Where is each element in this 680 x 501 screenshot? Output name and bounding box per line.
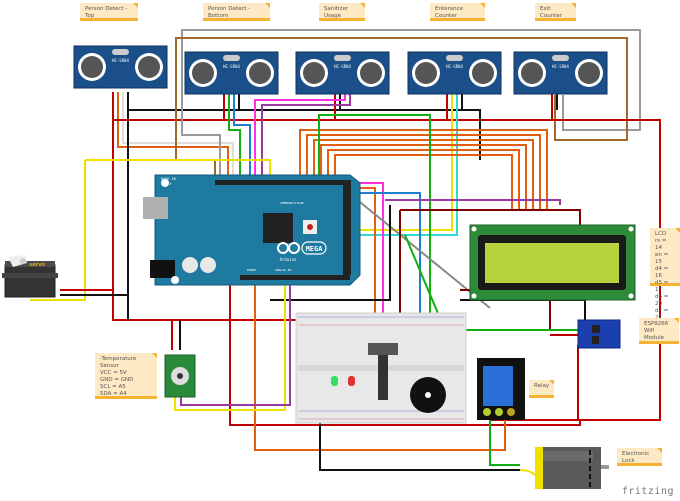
analog-label: ANALOG IN xyxy=(275,268,291,272)
lcd-display xyxy=(469,224,636,301)
ultrasonic-sensor-person-top: HC-SR04 xyxy=(73,45,168,89)
power-label: POWER xyxy=(247,268,256,272)
breadboard xyxy=(295,312,467,424)
led-red xyxy=(348,376,355,386)
relay-module xyxy=(477,358,525,420)
arduino-mega: MADE IN ITALY COMMUNICATION POWER ANALOG… xyxy=(143,174,361,286)
servo-motor: servo xyxy=(2,255,58,298)
analog-header xyxy=(240,275,350,280)
servo-label: servo xyxy=(29,262,45,268)
note-exit-counter: Exit Counter xyxy=(535,3,576,21)
digital-header-top xyxy=(215,180,350,185)
model-label: MEGA xyxy=(306,245,324,253)
ultrasonic-sensor-sanitizer: HC-SR04 xyxy=(295,51,390,95)
note-temperature-sensor: -Temperature Sensor VCC = 5V GND = GND S… xyxy=(95,353,157,399)
usb-port xyxy=(143,197,168,219)
communication-label: COMMUNICATION xyxy=(280,201,304,205)
led-green xyxy=(331,376,338,386)
potentiometer xyxy=(368,343,398,400)
note-relay: Relay xyxy=(529,380,554,398)
sensor-label: HC-SR04 xyxy=(334,64,351,69)
wires xyxy=(30,29,661,476)
ultrasonic-sensors: HC-SR04 HC-SR04 HC-SR04 HC-SR04 xyxy=(73,45,608,95)
note-enterance-counter: Enterance Counter xyxy=(430,3,485,21)
temperature-sensor xyxy=(164,354,196,398)
esp8266-module xyxy=(577,319,621,349)
country-label: ITALY xyxy=(161,182,172,186)
capacitor xyxy=(182,257,198,273)
note-electronic-lock: Electronic Lock xyxy=(617,448,662,466)
digital-header-right xyxy=(343,180,351,275)
ultrasonic-sensor-person-bottom: HC-SR04 xyxy=(184,51,279,95)
buzzer xyxy=(410,377,446,413)
power-jack xyxy=(150,260,175,278)
arduino-logo-icon xyxy=(277,242,300,254)
note-esp8266: ESP8266 Wifi Module xyxy=(639,318,679,344)
capacitor xyxy=(200,257,216,273)
sensor-label: HC-SR04 xyxy=(112,58,129,63)
sensor-label: HC-SR04 xyxy=(446,64,463,69)
sensor-label: HC-SR04 xyxy=(552,64,569,69)
microcontroller-chip xyxy=(263,213,293,243)
note-sanitizer-usage: Sanitizer Usage xyxy=(319,3,365,21)
note-person-detect-top: Person Detect - Top xyxy=(80,3,138,21)
brand-label: Arduino xyxy=(280,257,297,262)
ultrasonic-sensor-entrance: HC-SR04 xyxy=(407,51,502,95)
note-lcd: LCD rs = 14 en = 15 d4 = 16 d5 = 17 d6 =… xyxy=(650,228,680,321)
fritzing-logo: fritzing xyxy=(621,486,674,497)
ultrasonic-sensor-exit: HC-SR04 xyxy=(513,51,608,95)
electronic-lock-motor xyxy=(535,447,609,489)
sensor-label: HC-SR04 xyxy=(223,64,240,69)
note-person-detect-bottom: Person Detect - Bottom xyxy=(203,3,270,21)
made-in-label: MADE IN xyxy=(161,177,176,181)
